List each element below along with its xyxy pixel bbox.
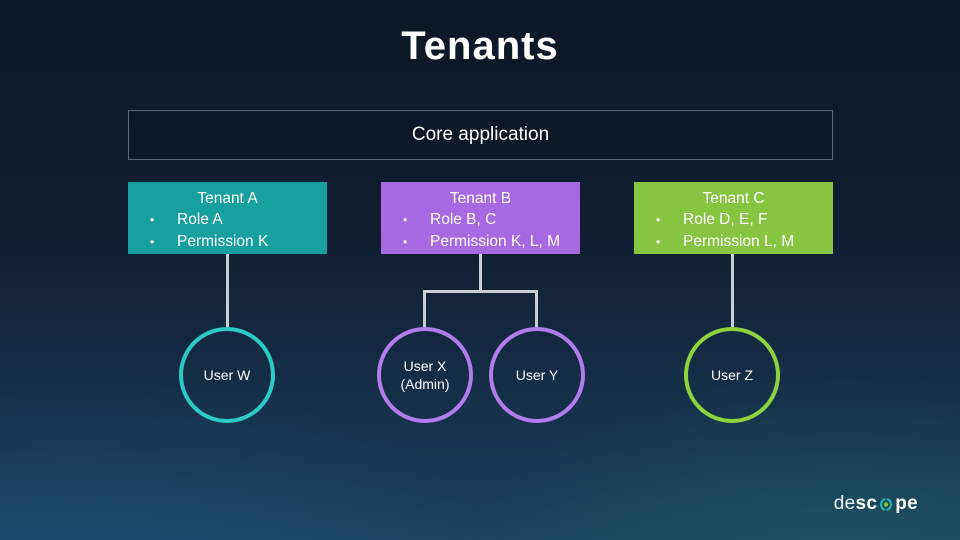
- tenant-a-roles-text: Role A: [177, 211, 223, 228]
- tenant-a-roles: • Role A: [128, 209, 327, 231]
- tenant-b-roles-text: Role B, C: [430, 211, 497, 228]
- tenant-a-name: Tenant A: [197, 190, 258, 207]
- logo-text-sc: sc: [855, 493, 878, 514]
- connector-tenant-c-user-z: [731, 254, 734, 327]
- page-title: Tenants: [401, 24, 559, 68]
- bullet-icon: •: [656, 235, 661, 249]
- tenant-a-permissions: • Permission K: [128, 231, 327, 253]
- bullet-icon: •: [656, 213, 661, 227]
- user-z-circle: User Z: [684, 327, 780, 423]
- core-application-label: Core application: [411, 124, 550, 145]
- user-y-label: User Y: [515, 367, 559, 383]
- bullet-icon: •: [150, 235, 155, 249]
- tenant-c-roles: • Role D, E, F: [634, 209, 833, 231]
- tenant-a-box: Tenant A • Role A • Permission K: [128, 182, 327, 254]
- user-x-label: User X (Admin): [400, 358, 450, 392]
- tenant-c-name: Tenant C: [702, 190, 765, 207]
- tenant-b-permissions: • Permission K, L, M: [381, 231, 580, 253]
- tenant-b-permissions-text: Permission K, L, M: [430, 233, 561, 250]
- bullet-icon: •: [403, 235, 408, 249]
- tenant-c-permissions-text: Permission L, M: [683, 233, 795, 250]
- connector-tenant-a-user-w: [226, 254, 229, 327]
- tenant-c-roles-text: Role D, E, F: [683, 211, 768, 228]
- bullet-icon: •: [403, 213, 408, 227]
- user-x-circle: User X (Admin): [377, 327, 473, 423]
- user-z-label: User Z: [711, 367, 753, 383]
- logo-text-de: de: [833, 493, 856, 514]
- tenant-b-roles: • Role B, C: [381, 209, 580, 231]
- core-application-box: Core application: [128, 110, 833, 160]
- user-y-circle: User Y: [489, 327, 585, 423]
- tenant-b-box: Tenant B • Role B, C • Permission K, L, …: [381, 182, 580, 254]
- tenant-a-permissions-text: Permission K: [177, 233, 269, 250]
- connector-tenant-b-stem: [479, 254, 482, 292]
- tenant-c-box: Tenant C • Role D, E, F • Permission L, …: [634, 182, 833, 254]
- connector-tenant-b-user-y: [535, 290, 538, 327]
- user-w-label: User W: [203, 367, 251, 383]
- tenant-b-name: Tenant B: [449, 190, 512, 207]
- descope-o-icon: [880, 498, 893, 511]
- logo-text-pe: pe: [895, 493, 918, 514]
- connector-tenant-b-bar: [423, 290, 538, 293]
- bullet-icon: •: [150, 213, 155, 227]
- tenant-c-permissions: • Permission L, M: [634, 231, 833, 253]
- user-w-circle: User W: [179, 327, 275, 423]
- connector-tenant-b-user-x: [423, 290, 426, 327]
